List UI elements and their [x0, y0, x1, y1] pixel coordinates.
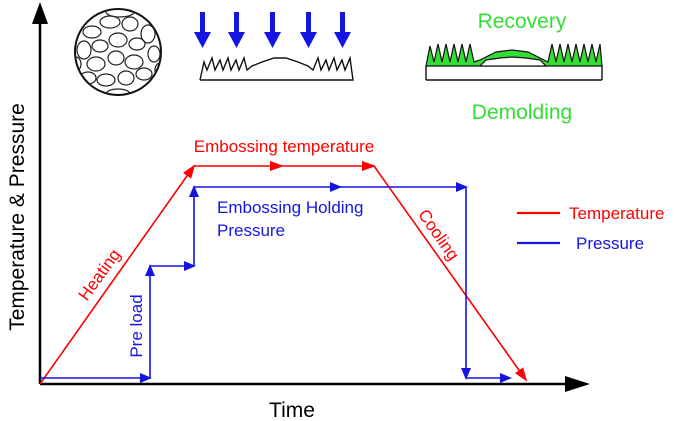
- y-axis-label: Temperature & Pressure: [6, 103, 29, 331]
- legend-pressure-label: Pressure: [576, 234, 644, 253]
- pressure-curve: [40, 182, 512, 383]
- axes: [32, 2, 590, 392]
- embossing-temperature-label: Embossing temperature: [194, 137, 374, 156]
- recovery-label: Recovery: [478, 10, 567, 33]
- legend-temperature-label: Temperature: [569, 204, 664, 223]
- x-axis-arrow-icon: [565, 376, 590, 392]
- temperature-curve: [39, 161, 528, 385]
- embossing-holding-label-line2: Pressure: [217, 221, 285, 240]
- demolding-label: Demolding: [472, 101, 572, 124]
- pressing-icon: [194, 12, 354, 81]
- x-axis-label: Time: [269, 399, 315, 421]
- legend: Temperature Pressure: [517, 204, 664, 253]
- temperature-cooling-segment: [373, 165, 528, 382]
- y-axis-arrow-icon: [32, 2, 48, 24]
- temperature-heating-segment: [39, 164, 196, 385]
- embossing-holding-label-line1: Embossing Holding: [217, 198, 363, 217]
- cooling-label: Cooling: [414, 206, 463, 264]
- recovery-icon: [425, 43, 603, 81]
- pre-load-label: Pre load: [127, 294, 146, 357]
- material-texture-icon: [74, 8, 162, 96]
